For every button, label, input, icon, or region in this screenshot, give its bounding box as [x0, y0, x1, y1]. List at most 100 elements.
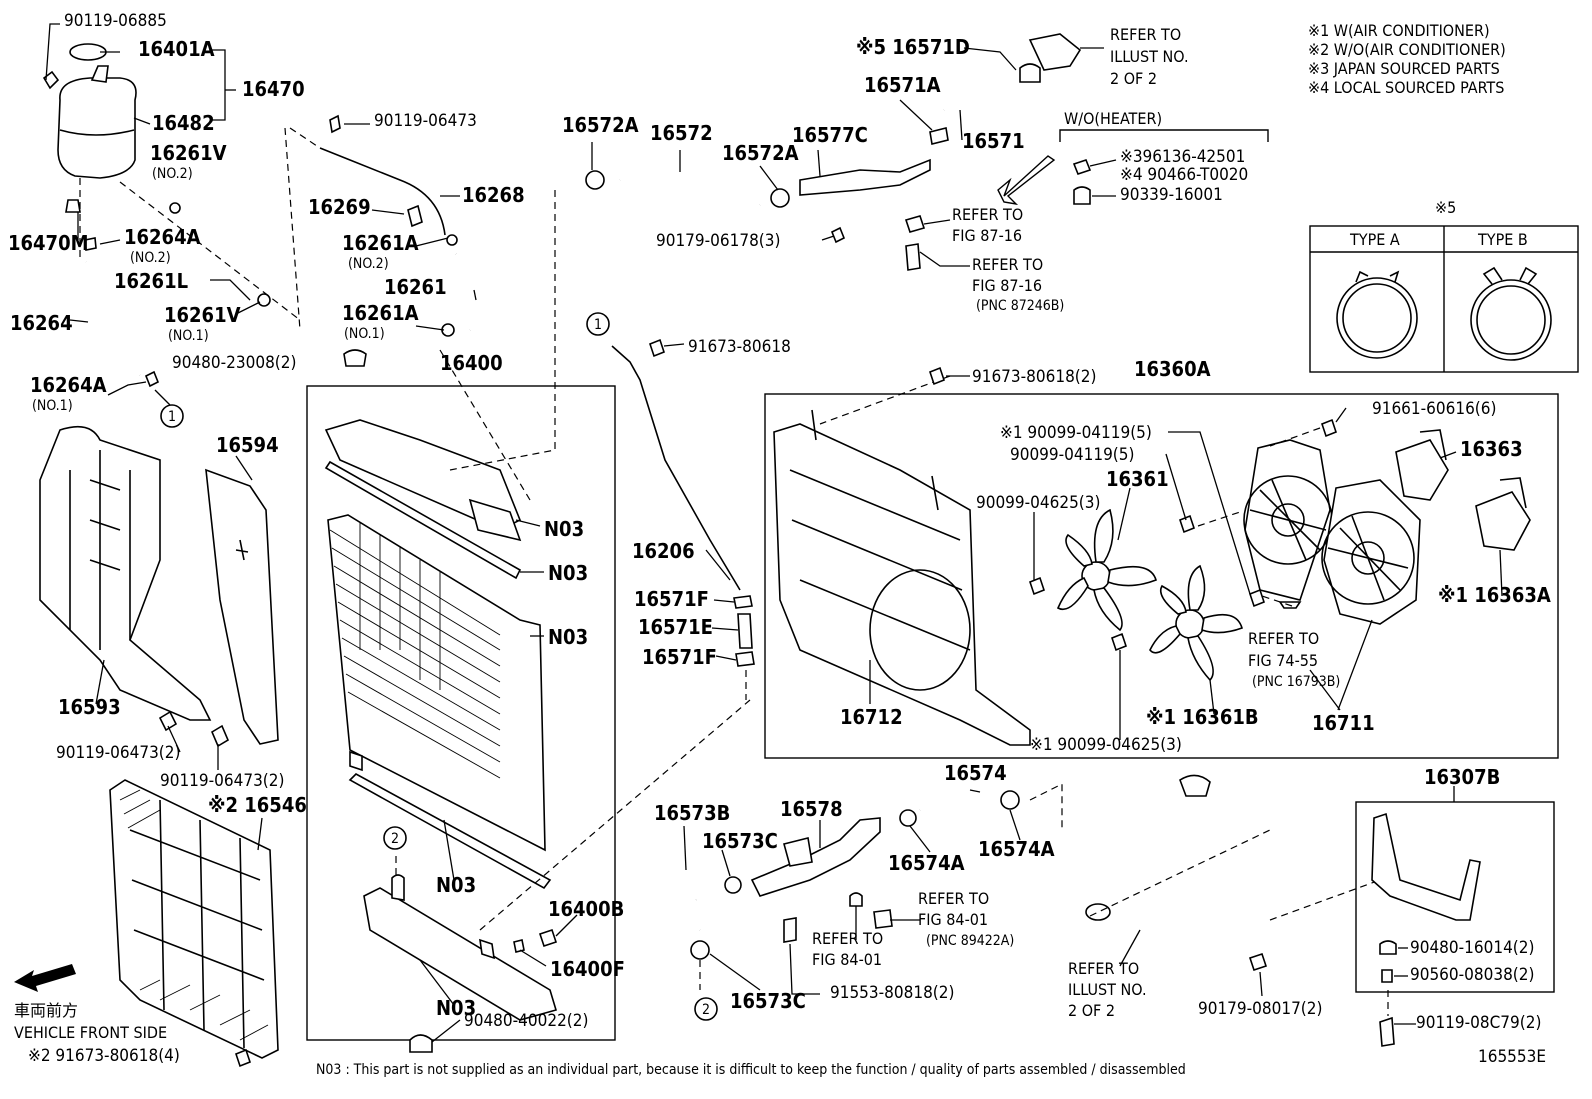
- label-16264A-no1: 16264A: [30, 373, 107, 397]
- label-n03-core: N03: [548, 625, 588, 649]
- label-16470: 16470: [242, 77, 305, 101]
- refer-8716-a-line2: FIG 87-16: [952, 226, 1022, 245]
- seal: [324, 460, 522, 580]
- label-16401A: 16401A: [138, 37, 215, 61]
- label-no2-c: (NO.2): [348, 256, 389, 272]
- refer-8401-b-line1: REFER TO: [812, 929, 883, 948]
- label-no2-a: (NO.2): [152, 166, 193, 182]
- type-b-label: TYPE B: [1477, 230, 1528, 249]
- label-16578: 16578: [780, 797, 843, 821]
- label-91673-80618-4: ※2 91673-80618(4): [28, 1046, 180, 1066]
- label-16470M: 16470M: [8, 231, 89, 255]
- label-16261V-no1: 16261V: [164, 303, 241, 327]
- hose-clamp: [1019, 63, 1041, 83]
- label-16574A-2: 16574A: [978, 837, 1055, 861]
- label-90179-08017: 90179-08017(2): [1198, 999, 1322, 1019]
- refer-8401-a-line2: FIG 84-01: [918, 910, 988, 929]
- label-16400B: 16400B: [548, 897, 624, 921]
- label-90099-04119-5-b: 90099-04119(5): [1010, 445, 1134, 465]
- air-guide-16594: [205, 468, 279, 745]
- reservoir-tank: [57, 77, 137, 179]
- label-16546: ※2 16546: [208, 793, 307, 817]
- fan-motor-16363: [1395, 429, 1449, 501]
- callout-2-radiator: 2: [391, 831, 399, 847]
- front-label-en: VEHICLE FRONT SIDE: [14, 1023, 167, 1042]
- label-16594: 16594: [216, 433, 279, 457]
- label-n03-lower-seal: N03: [436, 873, 476, 897]
- refer-8716-b-line1: REFER TO: [972, 255, 1043, 274]
- bracket-box: [1248, 786, 1555, 1047]
- label-90099-04625-3-b: ※1 90099-04625(3): [1030, 735, 1182, 755]
- vehicle-front-indicator: 車両前方 VEHICLE FRONT SIDE: [14, 964, 167, 1042]
- drain-cock: [538, 928, 558, 948]
- without-heater-box: W/O(HEATER): [904, 109, 1269, 271]
- valve-fitting: [1028, 33, 1082, 71]
- legend-notes: ※1 W(AIR CONDITIONER) ※2 W/O(AIR CONDITI…: [1308, 21, 1506, 97]
- hose-clamp: [899, 809, 917, 827]
- fan-shroud-16712: [773, 423, 1031, 746]
- label-90119-06473-2-b: 90119-06473(2): [160, 771, 284, 791]
- label-16574: 16574: [944, 761, 1007, 785]
- bypass-hose: [737, 613, 753, 649]
- label-90119-06885: 90119-06885: [64, 11, 167, 31]
- label-16264: 16264: [10, 311, 73, 335]
- label-90119-08C79: 90119-08C79(2): [1416, 1013, 1541, 1033]
- callout-circle-1-left: [160, 404, 184, 428]
- label-16361: 16361: [1106, 467, 1169, 491]
- refer-8401-a-line1: REFER TO: [918, 889, 989, 908]
- fan-shroud-16711: [1243, 439, 1421, 625]
- label-16571F-1: 16571F: [634, 587, 709, 611]
- label-90119-06473: 90119-06473: [374, 111, 477, 131]
- label-16571A: 16571A: [864, 73, 941, 97]
- label-91661-60616: 91661-60616(6): [1372, 399, 1496, 419]
- label-16261A-no1: 16261A: [342, 301, 419, 325]
- figure-id: 165553E: [1478, 1047, 1546, 1067]
- label-90560-08038: 90560-08038(2): [1410, 965, 1534, 985]
- bolt-icon: [1321, 418, 1337, 438]
- label-16363A: ※1 16363A: [1438, 583, 1551, 607]
- bolt-icon: [1111, 632, 1127, 652]
- bolt-icon: [158, 710, 178, 732]
- label-90099-04119-5-a: ※1 90099-04119(5): [1000, 423, 1152, 443]
- label-16593: 16593: [58, 695, 121, 719]
- refer-illust-line2: ILLUST NO.: [1110, 47, 1189, 66]
- direction-arrow-icon: [997, 155, 1056, 206]
- callout-circle-1-pipe: [586, 312, 610, 336]
- label-16711: 16711: [1312, 711, 1375, 735]
- clip-icon: [407, 204, 423, 228]
- label-no1-c: (NO.1): [344, 326, 385, 342]
- upper-hose-group: [585, 142, 931, 244]
- label-16261L: 16261L: [114, 269, 188, 293]
- bolt-icon: [329, 114, 341, 134]
- label-16577C: 16577C: [792, 123, 868, 147]
- water-pipe-16577C: [799, 158, 931, 196]
- label-16572: 16572: [650, 121, 713, 145]
- note-with-ac: ※1 W(AIR CONDITIONER): [1308, 21, 1490, 40]
- label-16363: 16363: [1460, 437, 1523, 461]
- nut-icon: [830, 226, 846, 244]
- fan-shroud-box: [764, 366, 1559, 759]
- label-90480-40022: 90480-40022(2): [464, 1011, 588, 1031]
- bolt-icon: [235, 1048, 251, 1068]
- label-90466-T0020: ※4 90466-T0020: [1120, 165, 1248, 185]
- bolt-icon: [1179, 514, 1195, 534]
- label-16261A-no2: 16261A: [342, 231, 419, 255]
- label-16571: 16571: [962, 129, 1025, 153]
- screen-16546: [109, 779, 279, 1068]
- refer-8716-b-line3: (PNC 87246B): [976, 298, 1064, 314]
- fan-16361B: [1149, 564, 1243, 682]
- part-labels: 90119-06885 16401A 16470 16482 16261V (N…: [8, 11, 1551, 1066]
- label-16400F: 16400F: [550, 957, 625, 981]
- radiator-assembly-box: [306, 190, 751, 1053]
- refer-illust-b-line3: 2 OF 2: [1068, 1001, 1115, 1020]
- label-16573C-2: 16573C: [730, 989, 806, 1013]
- label-16573B: 16573B: [654, 801, 730, 825]
- clamp-type-b-icon: [1470, 266, 1552, 361]
- bolt-icon: [783, 917, 797, 943]
- without-heater-title: W/O(HEATER): [1064, 109, 1162, 128]
- label-16572A-2: 16572A: [722, 141, 799, 165]
- hose-stub-icon: [905, 243, 921, 271]
- label-no1-a: (NO.1): [168, 328, 209, 344]
- clamp-type-box: ※5 TYPE A TYPE B: [1309, 198, 1579, 373]
